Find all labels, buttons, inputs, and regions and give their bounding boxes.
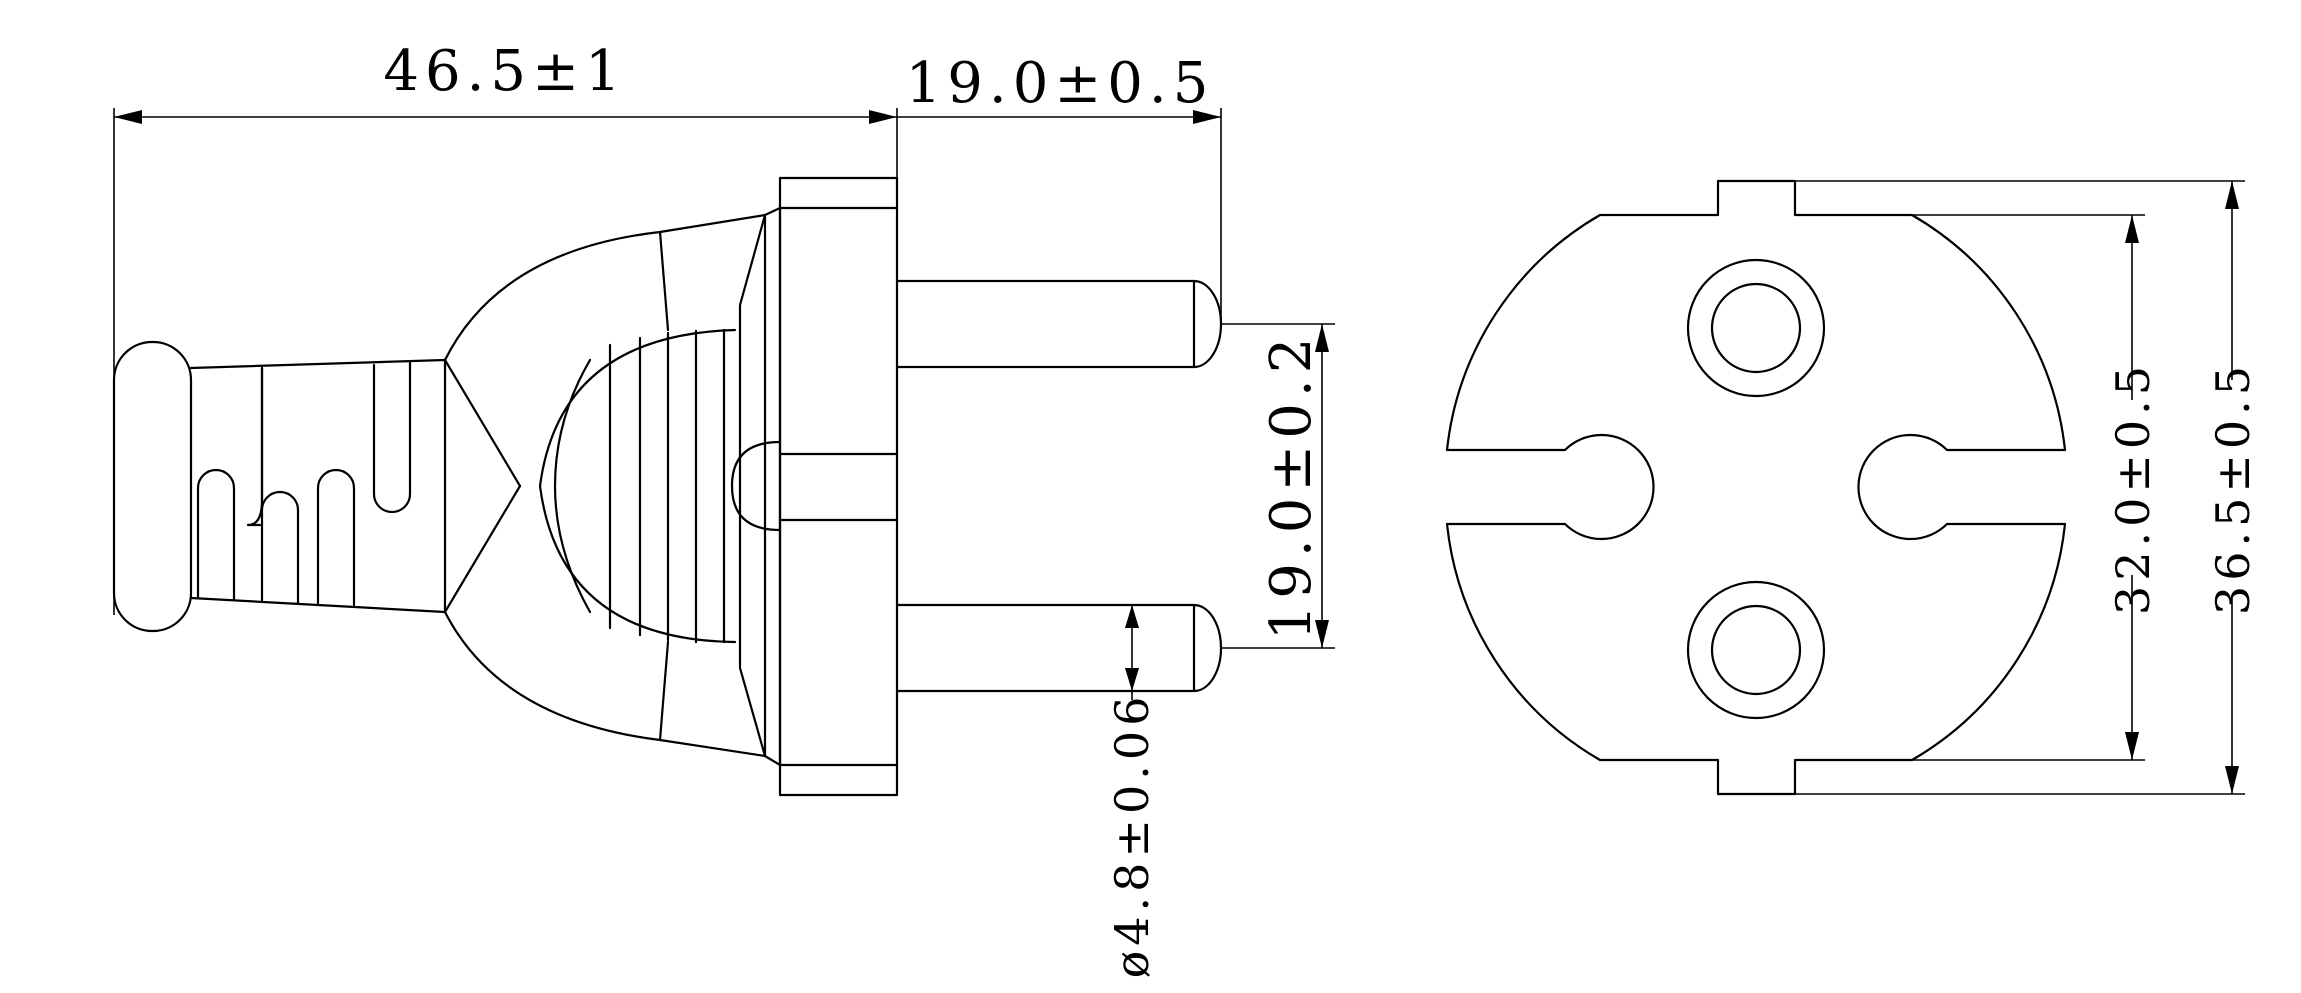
boot-slot [316,468,356,607]
plug-length-label: 46.5±1 [383,39,626,104]
face-plate [778,176,899,797]
pin-lower [895,603,1223,693]
pin-upper [895,279,1223,369]
plug-body [443,213,767,758]
pin-length-label: 19.0±0.5 [906,51,1215,116]
face-outline [1445,179,2067,796]
face-outer-label: 36.5±0.5 [2206,361,2260,615]
socket-hole-lower-inner [1710,604,1802,696]
dimension-pin-diameter: ø4.8±0.06 [1105,605,1159,978]
boot-slot [260,490,300,605]
dimension-pin-length: 19.0±0.5 [897,51,1222,324]
dimension-face-outer: 36.5±0.5 [1795,180,2260,795]
dimension-face-inner: 32.0±0.5 [1905,214,2160,761]
socket-hole-upper-inner [1710,282,1802,374]
boot-slot [196,468,236,602]
boot-slot [246,366,264,527]
dimension-pin-spacing: 19.0±0.2 [1221,323,1335,649]
grip-dome [538,328,737,644]
cable-end-cap [112,340,193,633]
earth-contact [730,440,782,532]
cable-boot [189,358,447,614]
dimension-plug-length: 46.5±1 [113,39,898,615]
socket-hole-lower [1686,580,1826,720]
boot-slot [372,360,412,514]
face-collar [763,206,782,767]
face-inner-label: 32.0±0.5 [2106,361,2160,615]
front-view [1445,179,2067,796]
pin-diameter-label: ø4.8±0.06 [1105,692,1159,979]
side-view [112,176,1223,797]
socket-hole-upper [1686,258,1826,398]
pin-spacing-label: 19.0±0.2 [1259,332,1324,641]
